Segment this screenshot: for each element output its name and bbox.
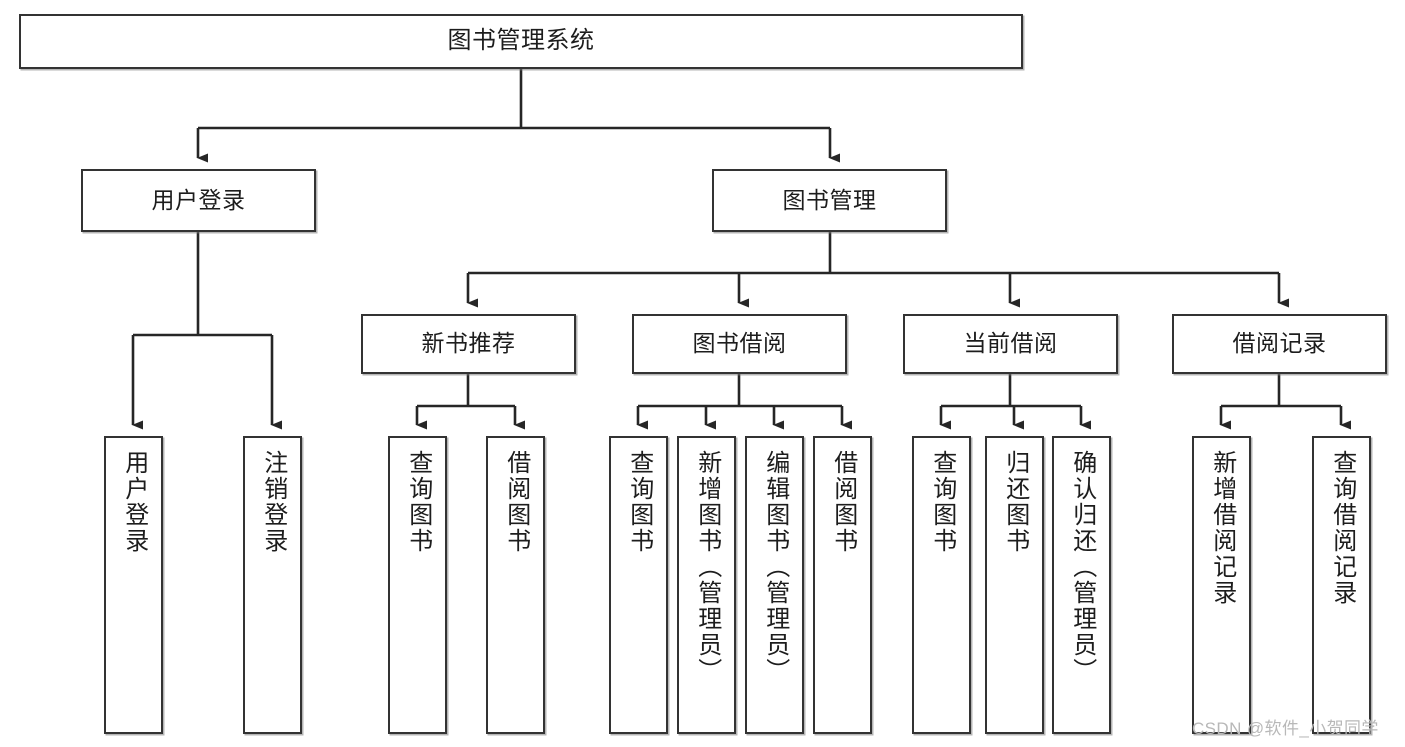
node-label: 借阅图书 [829,450,857,554]
node-label: 用户登录 [151,186,246,213]
node-borrow-record[interactable]: 借阅记录 [1172,314,1387,374]
node-leaf-add-record[interactable]: 新增借阅记录 [1192,436,1251,734]
node-leaf-return-book[interactable]: 归还图书 [985,436,1044,734]
node-label: 新书推荐 [421,330,516,357]
node-leaf-query-record[interactable]: 查询借阅记录 [1312,436,1371,734]
node-label: 借阅图书 [502,450,530,554]
node-label: 新增借阅记录 [1208,450,1236,606]
node-leaf-borrow-book[interactable]: 借阅图书 [813,436,872,734]
node-label: 归还图书 [1001,450,1029,554]
node-label: 图书借阅 [692,330,787,357]
node-leaf-query-book-borrow[interactable]: 查询图书 [609,436,668,734]
node-label: 新增图书（管理员） [693,450,721,684]
node-book-manage[interactable]: 图书管理 [712,169,947,232]
node-label: 图书管理系统 [447,27,595,55]
node-user-login[interactable]: 用户登录 [81,169,316,232]
node-current-borrow[interactable]: 当前借阅 [903,314,1118,374]
node-label: 图书管理 [782,186,877,213]
node-leaf-borrow-book-rec[interactable]: 借阅图书 [486,436,545,734]
node-book-borrow[interactable]: 图书借阅 [632,314,847,374]
node-leaf-query-book-cur[interactable]: 查询图书 [912,436,971,734]
node-leaf-add-book[interactable]: 新增图书（管理员） [677,436,736,734]
node-new-book-recommend[interactable]: 新书推荐 [361,314,576,374]
node-root-system[interactable]: 图书管理系统 [19,14,1023,69]
node-label: 确认归还（管理员） [1068,450,1096,684]
node-label: 查询图书 [928,450,956,554]
node-label: 用户登录 [120,450,148,554]
node-leaf-user-login[interactable]: 用户登录 [104,436,163,734]
node-label: 编辑图书（管理员） [761,450,789,684]
watermark-text: CSDN @软件_小贺同学 [1192,719,1379,738]
node-leaf-edit-book[interactable]: 编辑图书（管理员） [745,436,804,734]
node-label: 注销登录 [259,450,287,554]
node-label: 当前借阅 [963,330,1058,357]
node-label: 借阅记录 [1232,330,1327,357]
node-label: 查询图书 [404,450,432,554]
node-leaf-user-logout[interactable]: 注销登录 [243,436,302,734]
node-leaf-query-book-rec[interactable]: 查询图书 [388,436,447,734]
node-label: 查询借阅记录 [1328,450,1356,606]
node-leaf-confirm-return[interactable]: 确认归还（管理员） [1052,436,1111,734]
node-label: 查询图书 [625,450,653,554]
